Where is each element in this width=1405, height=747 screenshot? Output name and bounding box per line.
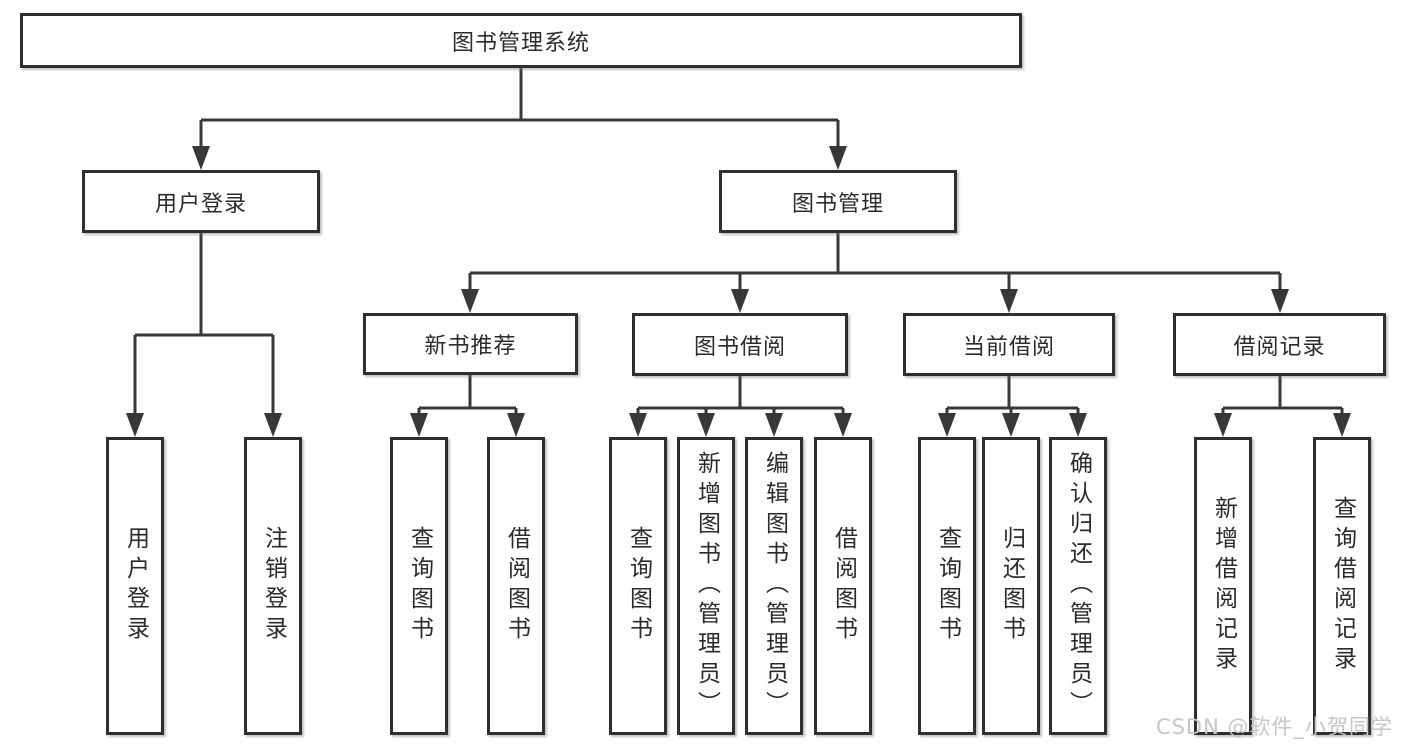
node-new-book-recommend: 新书推荐	[363, 313, 578, 375]
leaf-query-books-recommend: 查询图书	[390, 437, 448, 735]
leaf-confirm-return-admin: 确认归还（管理员）	[1049, 437, 1107, 735]
leaf-return-books: 归还图书	[982, 437, 1040, 735]
node-book-management: 图书管理	[719, 170, 957, 233]
leaf-add-books-admin: 新增图书（管理员）	[677, 437, 735, 735]
leaf-user-login: 用户登录	[106, 437, 164, 735]
leaf-query-books-current: 查询图书	[918, 437, 976, 735]
leaf-add-borrow-record: 新增借阅记录	[1194, 437, 1252, 735]
arrowhead-icons	[126, 146, 1351, 437]
leaf-query-borrow-record: 查询借阅记录	[1313, 437, 1371, 735]
node-current-borrowing: 当前借阅	[903, 313, 1115, 376]
leaf-edit-books-admin: 编辑图书（管理员）	[745, 437, 803, 735]
leaf-query-books-borrowing: 查询图书	[609, 437, 667, 735]
node-user-login-group: 用户登录	[82, 170, 320, 233]
node-borrowing-records: 借阅记录	[1173, 313, 1386, 376]
leaf-borrow-books-recommend: 借阅图书	[487, 437, 545, 735]
node-root-system: 图书管理系统	[20, 13, 1022, 68]
node-book-borrowing: 图书借阅	[632, 313, 848, 376]
leaf-borrow-books-borrowing: 借阅图书	[814, 437, 872, 735]
csdn-watermark: CSDN @软件_小贺同学	[1155, 715, 1393, 739]
leaf-logout: 注销登录	[244, 437, 302, 735]
